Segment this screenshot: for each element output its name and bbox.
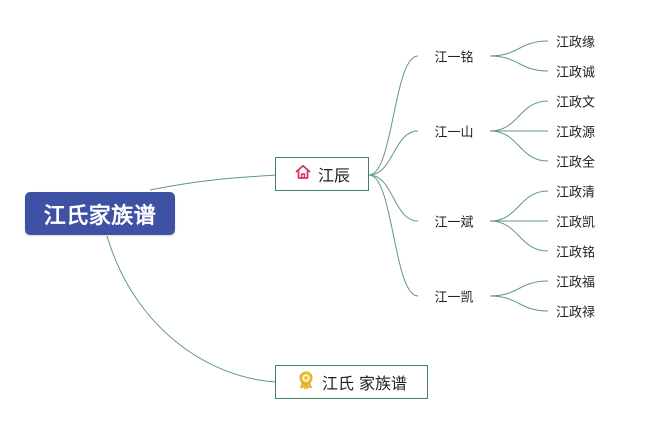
edge-main-to-child bbox=[368, 174, 419, 222]
child-node[interactable]: 江一凯 bbox=[434, 290, 474, 306]
edge-child-to-leaf bbox=[489, 220, 549, 252]
leaf-node[interactable]: 江政铭 bbox=[556, 245, 596, 261]
edge-child-to-leaf bbox=[489, 40, 549, 57]
edge-child-to-leaf bbox=[489, 100, 549, 132]
child-node[interactable]: 江一铭 bbox=[434, 50, 474, 66]
leaf-node[interactable]: 江政诚 bbox=[556, 65, 596, 81]
leaf-node[interactable]: 江政福 bbox=[556, 275, 596, 291]
edge-child-to-leaf bbox=[489, 55, 549, 72]
edge-child-to-leaf bbox=[489, 280, 549, 297]
leaf-node[interactable]: 江政源 bbox=[556, 125, 596, 141]
edge-child-to-leaf bbox=[489, 295, 549, 312]
footer-node-label: 江氏 家族谱 bbox=[321, 374, 408, 393]
child-node[interactable]: 江一斌 bbox=[434, 215, 474, 231]
leaf-node[interactable]: 江政清 bbox=[556, 185, 596, 201]
main-node[interactable]: 江辰 bbox=[275, 157, 369, 191]
edge-root-to-main bbox=[149, 174, 277, 191]
footer-node[interactable]: 江氏 家族谱 bbox=[275, 365, 428, 399]
leaf-node[interactable]: 江政凯 bbox=[556, 215, 596, 231]
award-ribbon-icon bbox=[296, 370, 316, 394]
edge-main-to-child bbox=[368, 174, 419, 297]
child-node[interactable]: 江一山 bbox=[434, 125, 474, 141]
root-node[interactable]: 江氏家族谱 bbox=[25, 192, 175, 235]
root-node-label: 江氏家族谱 bbox=[43, 203, 157, 229]
main-node-label: 江辰 bbox=[317, 166, 350, 185]
edge-root-to-footer bbox=[106, 235, 277, 383]
edge-child-to-leaf bbox=[489, 130, 549, 162]
leaf-node[interactable]: 江政禄 bbox=[556, 305, 596, 321]
leaf-node[interactable]: 江政文 bbox=[556, 95, 596, 111]
edge-main-to-child bbox=[368, 130, 419, 176]
leaf-node[interactable]: 江政全 bbox=[556, 155, 596, 171]
edge-child-to-leaf bbox=[489, 190, 549, 222]
leaf-node[interactable]: 江政缘 bbox=[556, 35, 596, 51]
house-icon bbox=[294, 163, 312, 185]
edge-main-to-child bbox=[368, 55, 419, 176]
